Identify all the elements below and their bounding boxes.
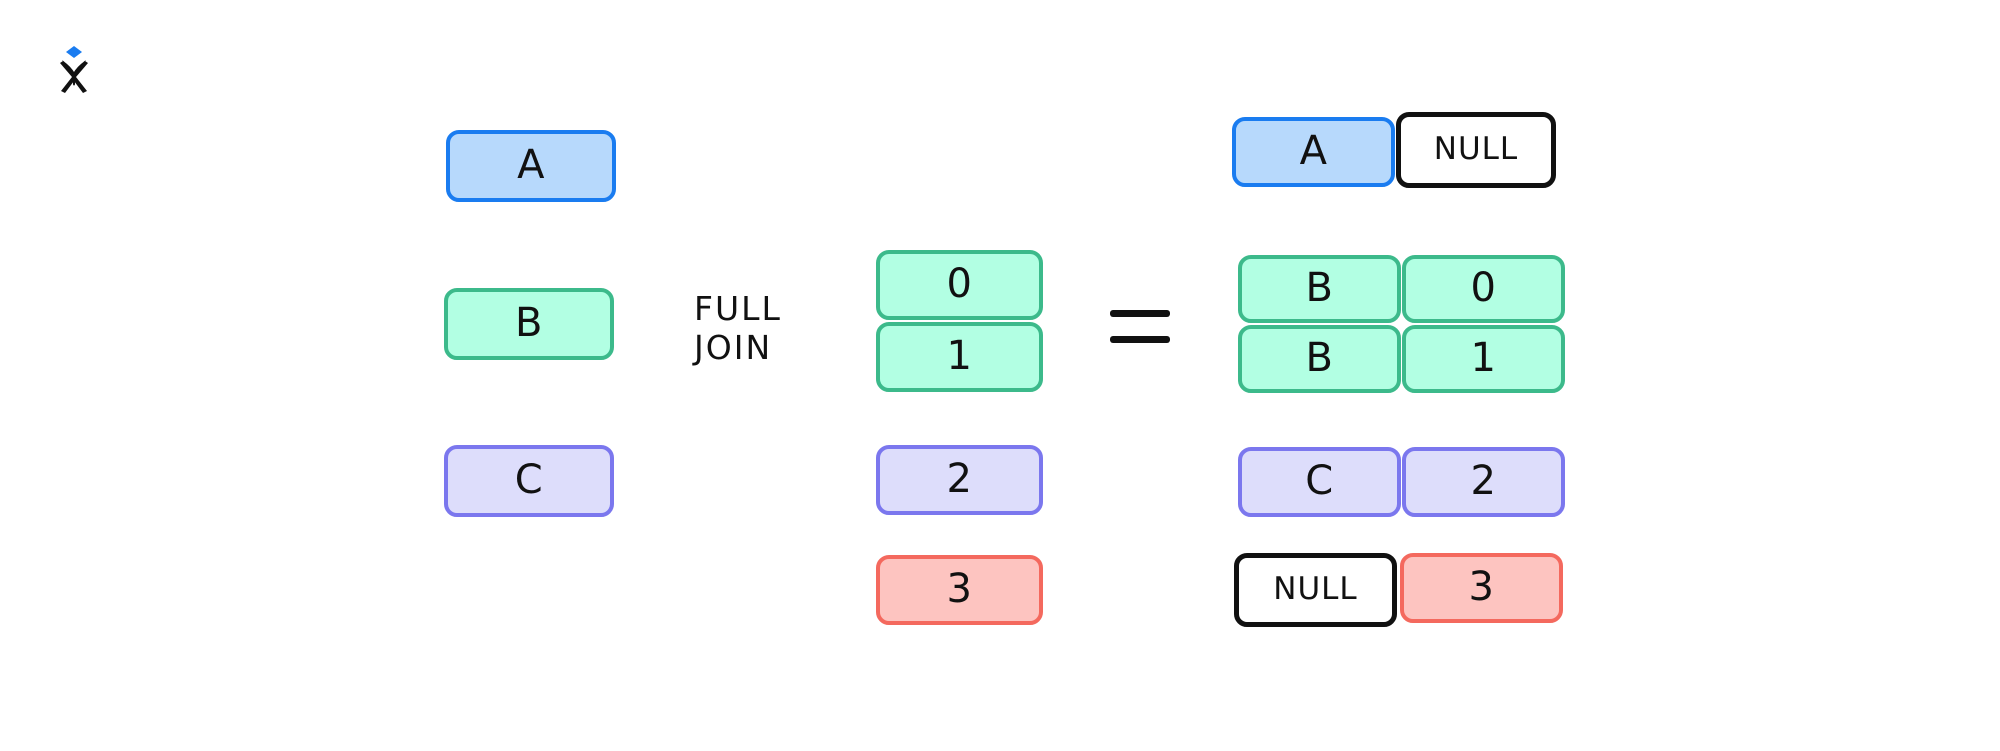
join-operator-label: FULL JOIN: [694, 289, 814, 368]
result-cell-1[interactable]: 1: [1402, 325, 1565, 393]
result-cell-2[interactable]: 2: [1402, 447, 1565, 517]
result-cell-c[interactable]: C: [1238, 447, 1401, 517]
x-diamond-logo: [44, 36, 104, 96]
left-cell-c[interactable]: C: [444, 445, 614, 517]
x-icon: [62, 60, 86, 86]
right-cell-2-label: 2: [946, 456, 973, 502]
equals-bar-top: [1110, 310, 1170, 317]
join-operator-line-1: FULL: [694, 289, 782, 328]
result-cell-a[interactable]: A: [1232, 117, 1395, 187]
left-cell-a[interactable]: A: [446, 130, 616, 202]
result-cell-1-label: 1: [1470, 335, 1497, 381]
left-cell-a-label: A: [517, 142, 545, 188]
left-cell-b-label: B: [515, 300, 543, 346]
left-cell-b[interactable]: B: [444, 288, 614, 360]
result-cell-null-1-label: NULL: [1433, 130, 1519, 167]
right-cell-0[interactable]: 0: [876, 250, 1043, 320]
equals-icon: [1110, 300, 1172, 362]
result-cell-b-2-label: B: [1305, 335, 1334, 381]
right-cell-3[interactable]: 3: [876, 555, 1043, 625]
result-cell-2-label: 2: [1470, 458, 1497, 504]
right-cell-2[interactable]: 2: [876, 445, 1043, 515]
result-cell-0-label: 0: [1470, 265, 1497, 311]
x-diamond-logo-svg: [60, 46, 88, 93]
result-cell-b-1-label: B: [1305, 265, 1334, 311]
result-cell-b-1[interactable]: B: [1238, 255, 1401, 323]
result-cell-0[interactable]: 0: [1402, 255, 1565, 323]
result-cell-b-2[interactable]: B: [1238, 325, 1401, 393]
diamond-icon: [66, 46, 82, 58]
result-cell-null-1[interactable]: NULL: [1396, 112, 1556, 188]
right-cell-1[interactable]: 1: [876, 322, 1043, 392]
result-cell-c-label: C: [1305, 458, 1334, 504]
result-cell-3-label: 3: [1468, 564, 1495, 610]
right-cell-3-label: 3: [946, 566, 973, 612]
result-cell-a-label: A: [1299, 128, 1328, 174]
result-cell-null-2-label: NULL: [1273, 570, 1358, 607]
equals-bar-bottom: [1110, 336, 1170, 343]
right-cell-0-label: 0: [946, 261, 973, 307]
join-operator-line-2: JOIN: [694, 327, 773, 367]
left-cell-c-label: C: [514, 457, 544, 503]
right-cell-1-label: 1: [946, 333, 973, 379]
result-cell-null-2[interactable]: NULL: [1234, 553, 1397, 627]
result-cell-3[interactable]: 3: [1400, 553, 1563, 623]
x-icon-legs: [60, 61, 88, 93]
